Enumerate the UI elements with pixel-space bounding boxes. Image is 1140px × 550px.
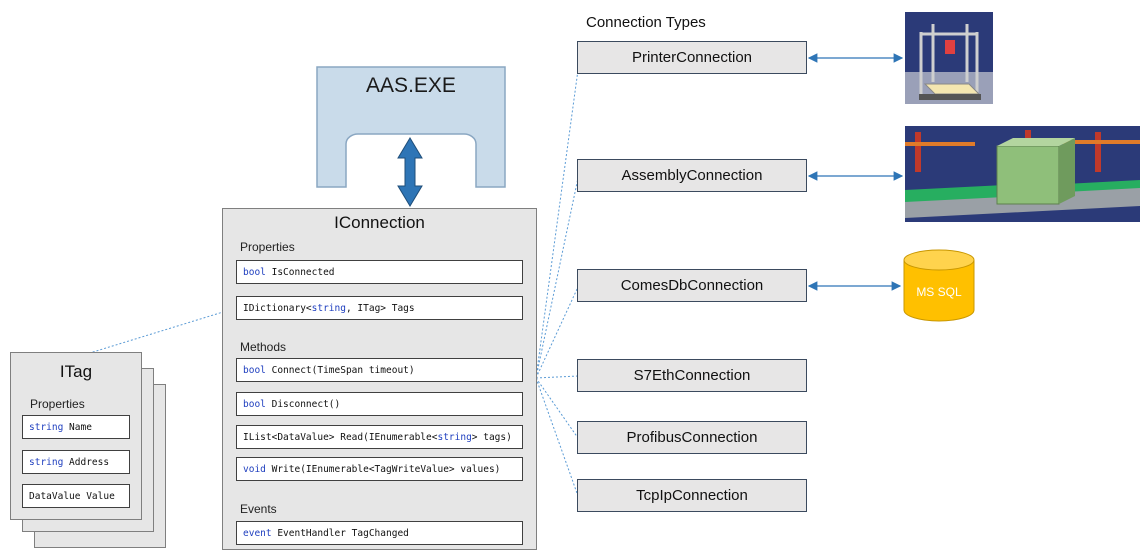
assembly-connection-box: AssemblyConnection (577, 159, 807, 192)
member-signature: Connect(TimeSpan timeout) (265, 364, 415, 376)
link-assembly (535, 177, 579, 379)
connect-method: bool Connect(TimeSpan timeout) (236, 358, 523, 382)
itag-name-property: string Name (22, 415, 130, 439)
member-signature-prefix: IList<DataValue> Read(IEnumerable< (243, 431, 438, 443)
tcpip-connection-label: TcpIpConnection (636, 487, 748, 504)
read-method: IList<DataValue> Read(IEnumerable<string… (236, 425, 523, 449)
member-signature: > tags) (471, 431, 512, 443)
member-signature: DataValue Value (29, 490, 115, 502)
type-keyword: void (243, 463, 266, 475)
type-keyword: bool (243, 266, 266, 278)
comesdb-connection-label: ComesDbConnection (620, 277, 764, 294)
type-keyword: bool (243, 398, 266, 410)
iconnection-title: IConnection (334, 213, 425, 232)
link-tcpip (535, 377, 579, 497)
iconnection-methods-heading: Methods (240, 340, 287, 354)
printer-connection-label: PrinterConnection (631, 49, 753, 66)
assembly-connection-label: AssemblyConnection (621, 167, 763, 184)
database-cylinder (903, 249, 975, 322)
member-signature: Write(IEnumerable<TagWriteValue> values) (265, 463, 501, 475)
aas-exe-shape (316, 66, 506, 188)
aas-arrow (397, 137, 423, 207)
type-keyword: string (437, 431, 472, 443)
itag-address-property: string Address (22, 450, 130, 474)
s7eth-connection-label: S7EthConnection (633, 367, 751, 384)
aas-exe-label: AAS.EXE (366, 74, 456, 97)
link-printer (535, 69, 579, 379)
disconnect-method: bool Disconnect() (236, 392, 523, 416)
is-connected-property: bool IsConnected (236, 260, 523, 284)
itag-title: ITag (59, 362, 93, 381)
iconnection-properties-heading: Properties (240, 240, 295, 254)
assembly-line-image (905, 126, 1140, 222)
write-method: void Write(IEnumerable<TagWriteValue> va… (236, 457, 523, 481)
itag-properties-heading: Properties (30, 397, 85, 411)
itag-value-property: DataValue Value (22, 484, 130, 508)
link-comesdb (535, 286, 579, 379)
member-signature: EventHandler TagChanged (271, 527, 409, 539)
comesdb-connection-box: ComesDbConnection (577, 269, 807, 302)
link-itag (79, 307, 237, 357)
iconnection-events-heading: Events (240, 502, 277, 516)
3d-printer-image (905, 12, 993, 104)
member-signature: Address (63, 456, 110, 468)
member-signature: IsConnected (265, 266, 335, 278)
type-keyword: string (29, 456, 64, 468)
database-label: MS SQL (916, 285, 962, 299)
tags-property: IDictionary<string, ITag> Tags (236, 296, 523, 320)
member-signature-prefix: IDictionary< (243, 302, 312, 314)
profibus-connection-box: ProfibusConnection (577, 421, 807, 454)
type-keyword: string (311, 302, 346, 314)
link-profibus (535, 377, 579, 439)
s7eth-connection-box: S7EthConnection (577, 359, 807, 392)
type-keyword: bool (243, 364, 266, 376)
member-signature: Disconnect() (265, 398, 341, 410)
type-keyword: event (243, 527, 272, 539)
tag-changed-event: event EventHandler TagChanged (236, 521, 523, 545)
type-keyword: string (29, 421, 64, 433)
member-signature: , ITag> Tags (345, 302, 415, 314)
printer-connection-box: PrinterConnection (577, 41, 807, 74)
link-s7eth (535, 375, 579, 379)
tcpip-connection-box: TcpIpConnection (577, 479, 807, 512)
connection-types-title: Connection Types (586, 14, 706, 31)
profibus-connection-label: ProfibusConnection (626, 429, 758, 446)
member-signature: Name (63, 421, 92, 433)
